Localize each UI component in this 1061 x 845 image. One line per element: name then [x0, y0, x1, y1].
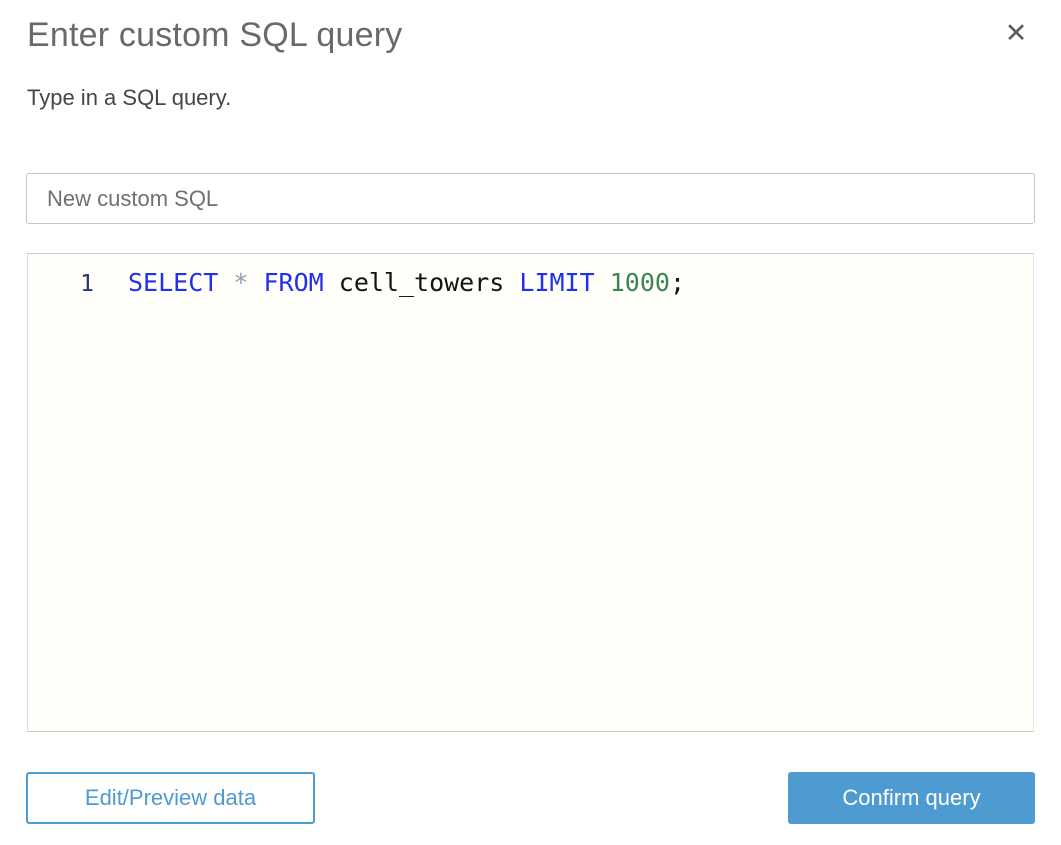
edit-preview-data-button[interactable]: Edit/Preview data — [26, 772, 315, 824]
query-name-input[interactable] — [26, 173, 1035, 224]
code-line-row: 1 SELECT * FROM cell_towers LIMIT 1000; — [28, 254, 1033, 297]
code-token-plain: ; — [669, 268, 685, 297]
code-token-operator: * — [233, 268, 249, 297]
close-icon[interactable]: ✕ — [999, 16, 1033, 50]
sql-code-editor[interactable]: 1 SELECT * FROM cell_towers LIMIT 1000; — [27, 253, 1034, 732]
code-token-number: 1000 — [609, 268, 670, 297]
confirm-query-button[interactable]: Confirm query — [788, 772, 1035, 824]
code-token-plain — [248, 268, 263, 297]
dialog-subtitle: Type in a SQL query. — [27, 85, 232, 110]
code-token-keyword: SELECT — [128, 268, 219, 297]
code-token-plain — [595, 268, 610, 297]
code-token-plain: cell_towers — [323, 268, 520, 297]
code-token-keyword: FROM — [263, 268, 324, 297]
code-line-content: SELECT * FROM cell_towers LIMIT 1000; — [128, 268, 685, 297]
dialog-title: Enter custom SQL query — [27, 16, 403, 54]
code-token-keyword: LIMIT — [519, 268, 595, 297]
code-token-plain — [218, 268, 233, 297]
line-number: 1 — [80, 271, 94, 297]
